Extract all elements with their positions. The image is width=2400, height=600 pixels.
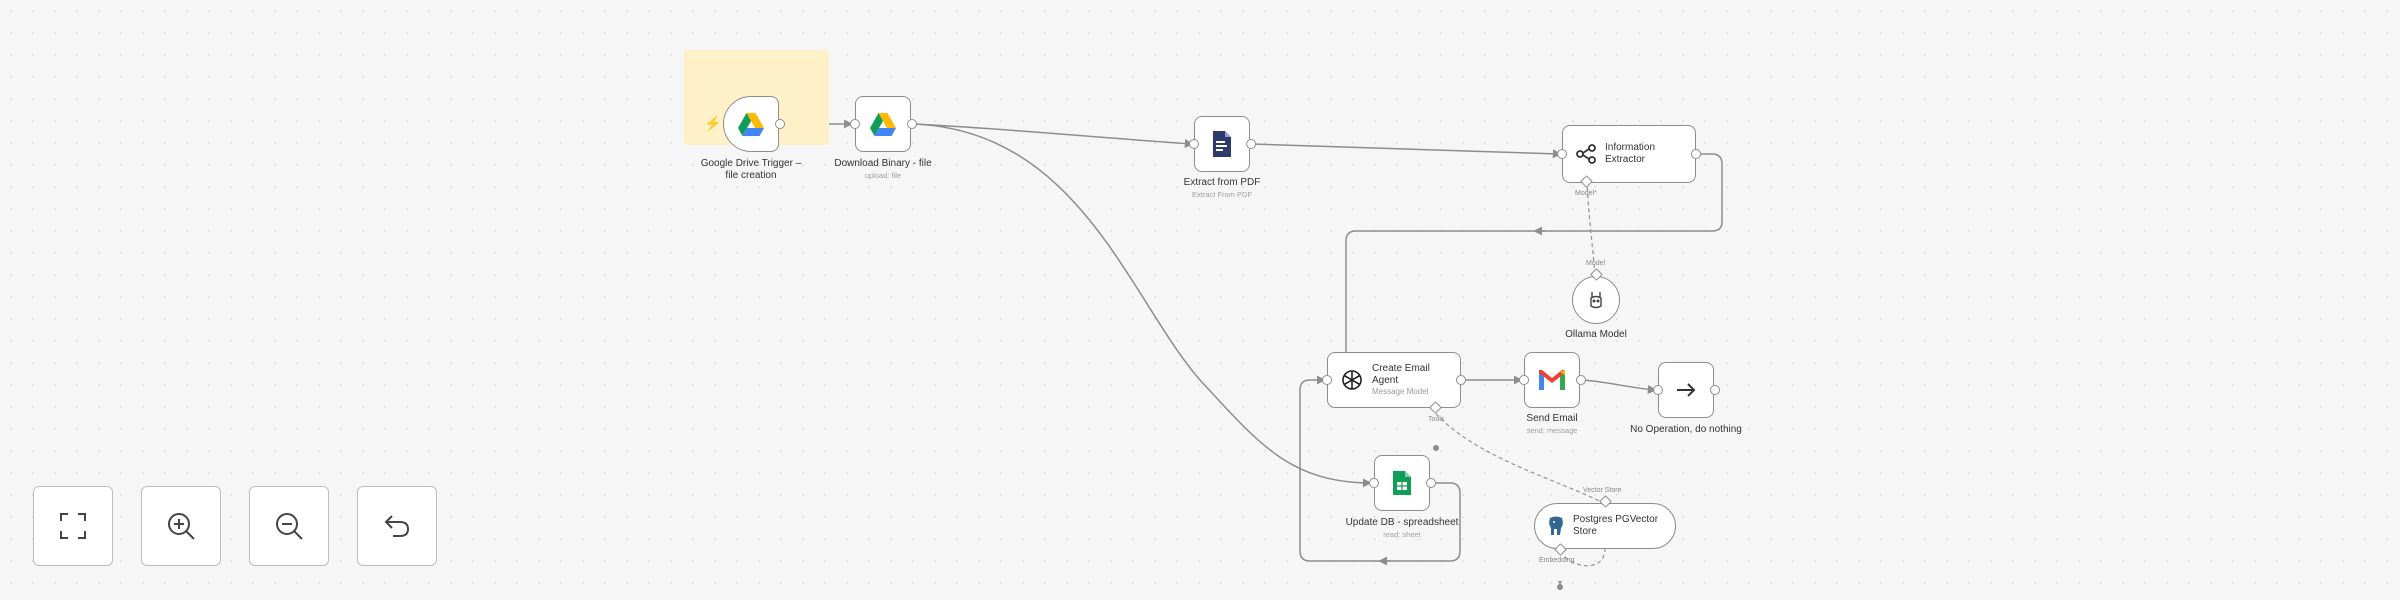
edge-info-to-create-email	[1345, 153, 1723, 370]
handle-extract-out[interactable]	[1246, 139, 1256, 149]
port-label-ollama-model: Model	[1586, 260, 1606, 267]
subtitle-extract-from-pdf: Extract From PDF	[1191, 190, 1252, 199]
branch-network-icon	[1575, 143, 1597, 165]
handle-update-db-out[interactable]	[1426, 478, 1436, 488]
node-update-db-spreadsheet[interactable]	[1374, 455, 1430, 511]
edge-download-to-extract	[912, 123, 1194, 149]
trigger-bolt-icon: ⚡	[704, 115, 722, 131]
pdf-file-icon	[1211, 131, 1233, 157]
handle-create-email-in[interactable]	[1322, 375, 1332, 385]
port-label-pgvector-bottom: Embedding	[1539, 557, 1575, 564]
handle-noop-out[interactable]	[1710, 385, 1720, 395]
handle-extract-in[interactable]	[1189, 139, 1199, 149]
port-label-pgvector-top: Vector Store	[1583, 487, 1622, 494]
subtitle-create-email-agent: Message Model	[1372, 387, 1429, 396]
port-label-info-model: Model*	[1575, 190, 1597, 197]
handle-send-email-out[interactable]	[1576, 375, 1586, 385]
label-send-email: Send Email	[1526, 413, 1578, 424]
handle-download-out[interactable]	[907, 119, 917, 129]
label-download-binary: Download Binary - file	[834, 158, 932, 169]
label-update-db-spreadsheet: Update DB - spreadsheet	[1345, 517, 1459, 528]
google-sheets-icon	[1393, 471, 1411, 495]
label-ollama-model: Ollama Model	[1565, 329, 1627, 340]
node-download-binary[interactable]	[855, 96, 911, 152]
node-no-operation[interactable]	[1658, 362, 1714, 418]
openai-icon	[1340, 368, 1364, 392]
edge-pgvector-to-tools	[1435, 413, 1606, 505]
handle-send-email-in[interactable]	[1519, 375, 1529, 385]
handle-download-in[interactable]	[850, 119, 860, 129]
node-information-extractor[interactable]: Information Extractor	[1562, 125, 1696, 183]
llama-icon	[1588, 290, 1604, 310]
fit-view-button[interactable]	[33, 486, 113, 566]
title-postgres-pgvector-store: Postgres PGVector Store	[1573, 514, 1659, 537]
undo-icon	[382, 511, 412, 541]
edge-send-to-noop	[1581, 379, 1657, 394]
handle-noop-in[interactable]	[1653, 385, 1663, 395]
google-drive-icon	[738, 112, 764, 136]
label-extract-from-pdf: Extract from PDF	[1183, 177, 1261, 188]
title-information-extractor: Information Extractor	[1605, 142, 1656, 165]
zoom-out-icon	[274, 511, 304, 541]
handle-trigger-out[interactable]	[775, 119, 785, 129]
fit-view-icon	[59, 512, 87, 540]
port-label-create-email-tools: Tools	[1428, 416, 1445, 423]
node-google-drive-trigger[interactable]	[723, 96, 779, 152]
edge-ollama-to-info-model	[1586, 180, 1596, 276]
node-create-email-agent[interactable]: Create Email Agent Message Model	[1327, 352, 1461, 408]
node-postgres-pgvector-store[interactable]: Postgres PGVector Store	[1534, 503, 1676, 549]
title-create-email-agent: Create Email Agent	[1372, 363, 1430, 386]
node-send-email[interactable]	[1524, 352, 1580, 408]
zoom-out-button[interactable]	[249, 486, 329, 566]
zoom-in-button[interactable]	[141, 486, 221, 566]
postgres-elephant-icon	[1547, 516, 1565, 536]
gmail-icon	[1539, 370, 1565, 390]
handle-info-out[interactable]	[1691, 149, 1701, 159]
subtitle-send-email: send: message	[1526, 426, 1578, 435]
node-ollama-model[interactable]	[1572, 276, 1620, 324]
handle-update-db-in[interactable]	[1369, 478, 1379, 488]
handle-create-email-out[interactable]	[1456, 375, 1466, 385]
edge-extract-to-info	[1251, 143, 1562, 159]
subtitle-update-db-spreadsheet: read: sheet	[1383, 530, 1421, 539]
reset-zoom-button[interactable]	[357, 486, 437, 566]
label-no-operation: No Operation, do nothing	[1630, 424, 1742, 435]
arrow-right-icon	[1676, 382, 1696, 398]
label-google-drive-trigger: Google Drive Trigger – file creation	[700, 158, 802, 181]
edge-download-to-update-db	[912, 123, 1372, 488]
subtitle-download-binary: upload: file	[864, 171, 902, 180]
zoom-in-icon	[166, 511, 196, 541]
node-extract-from-pdf[interactable]	[1194, 116, 1250, 172]
handle-info-in[interactable]	[1557, 149, 1567, 159]
google-drive-icon	[870, 112, 896, 136]
